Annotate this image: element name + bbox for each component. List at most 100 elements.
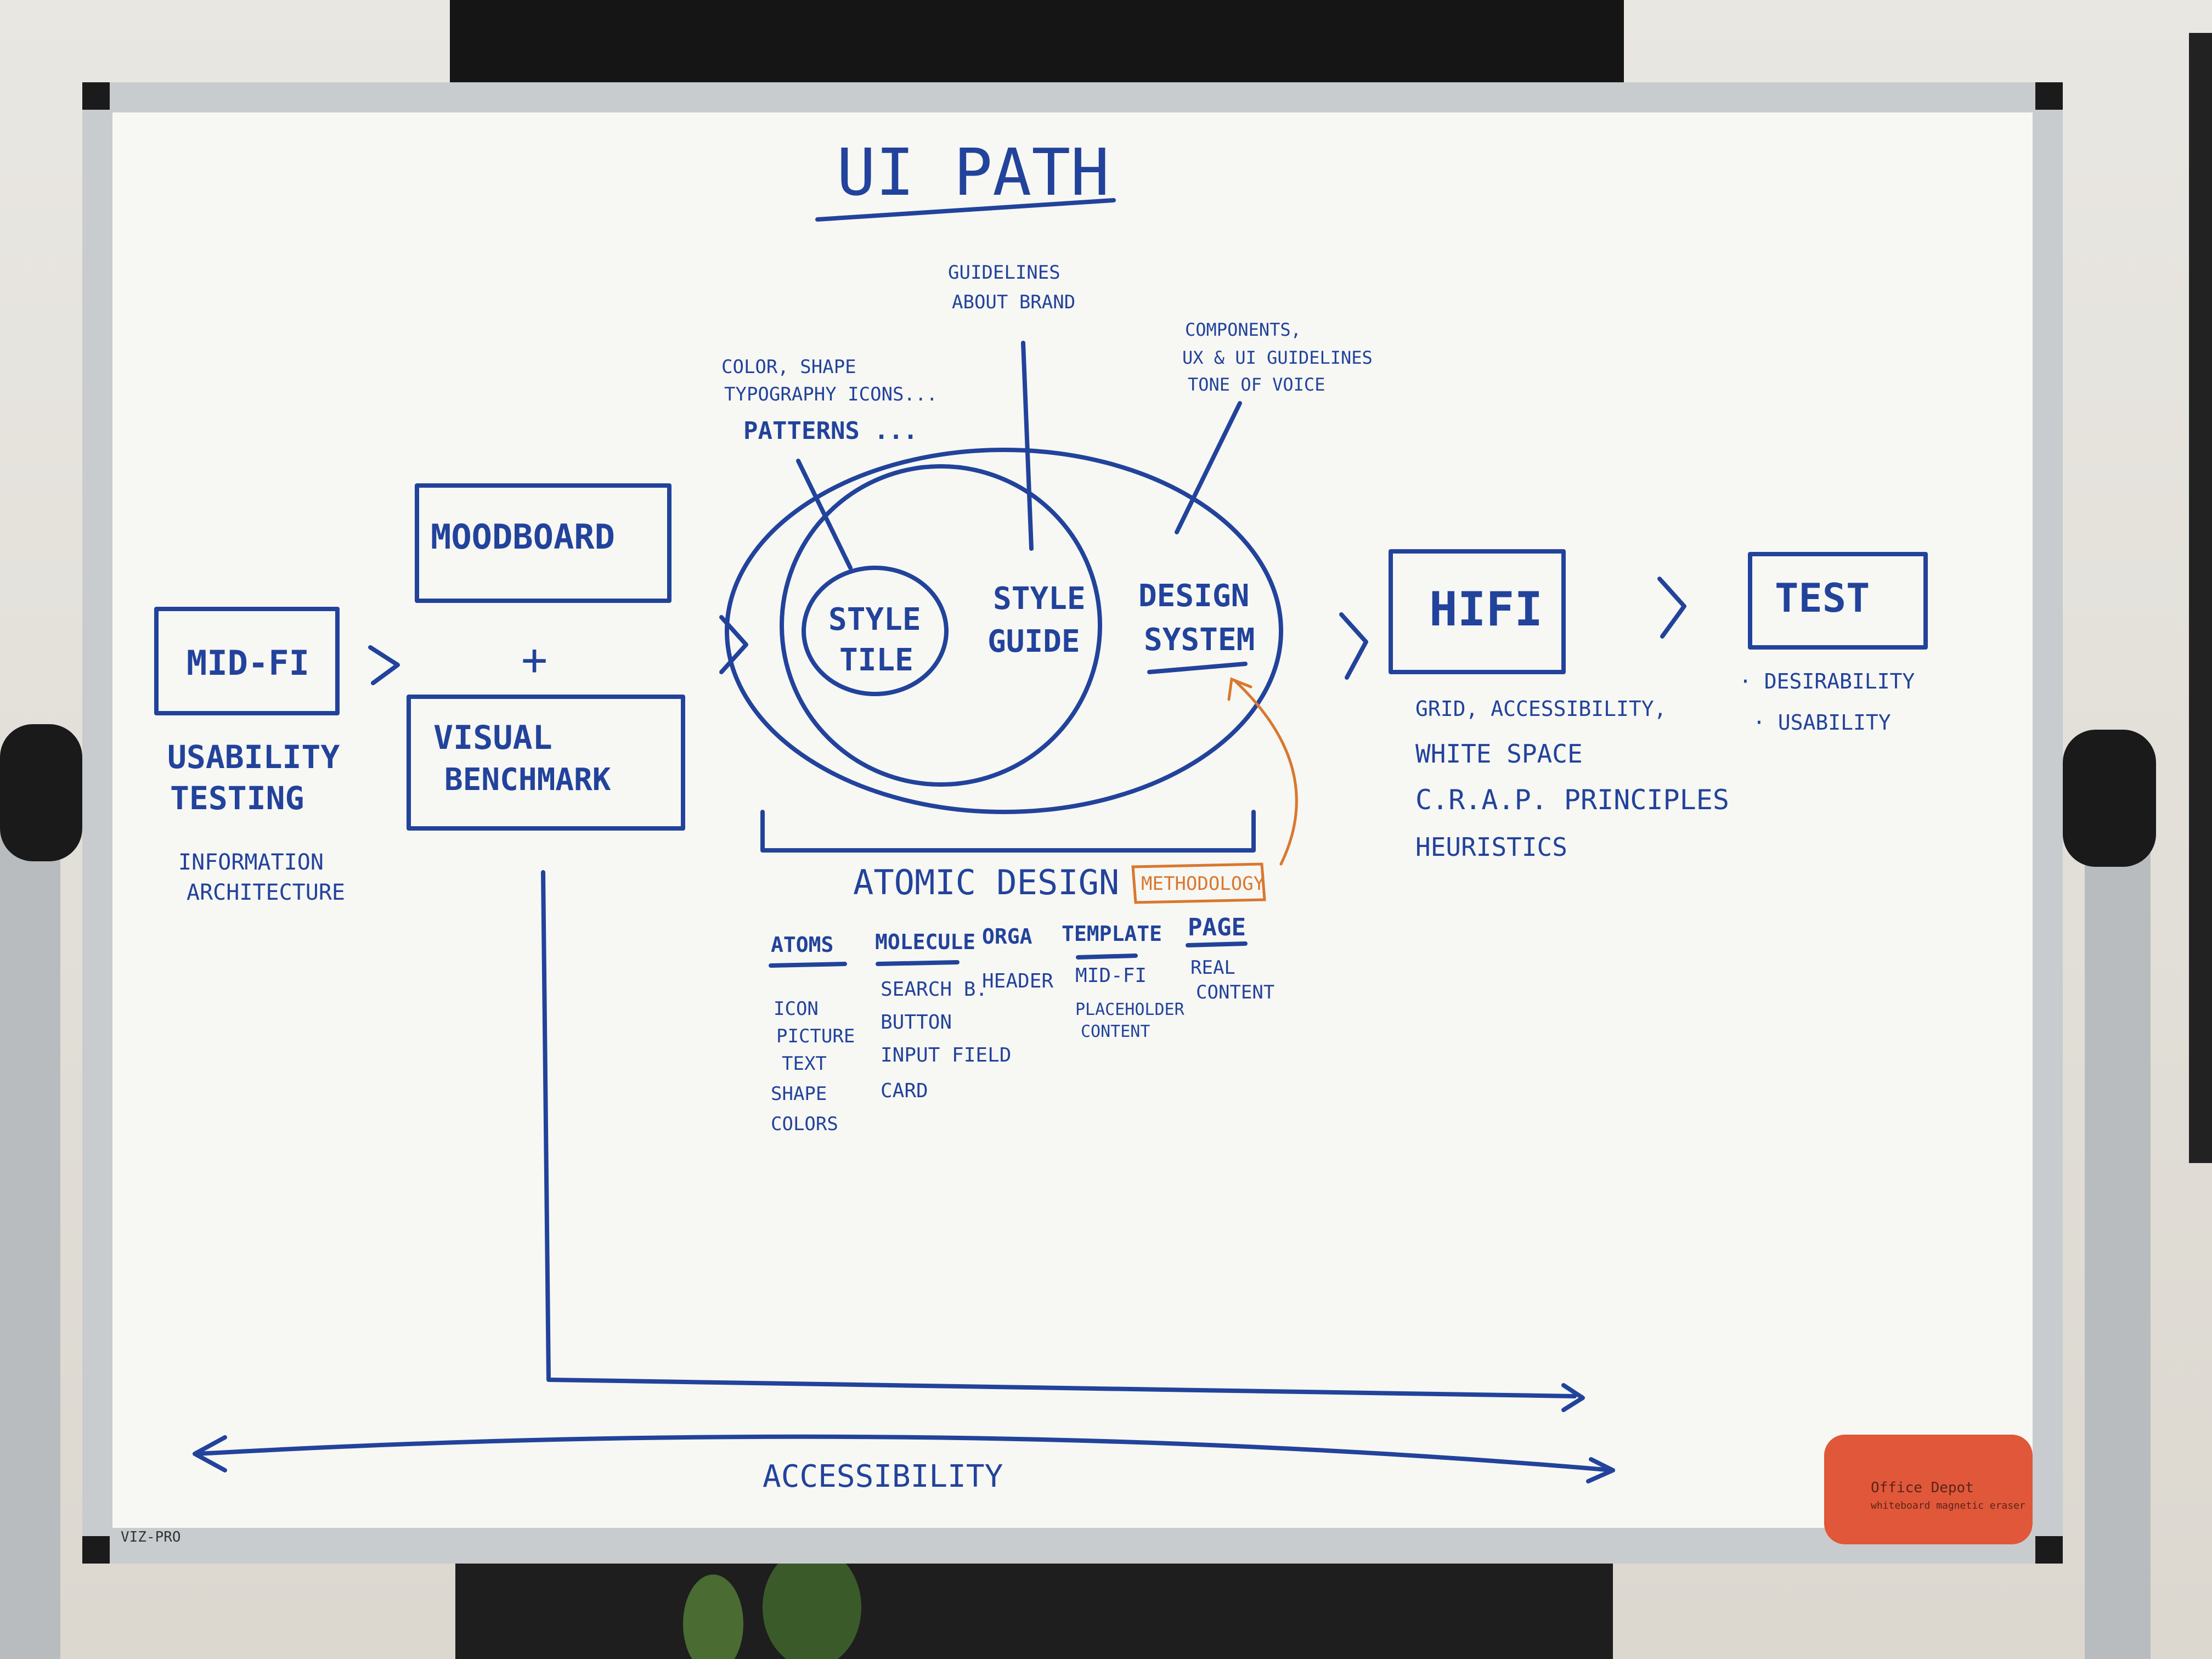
plant-leaf [683,1575,743,1659]
style-guide-circle [780,464,1102,787]
molecule-item: CARD [881,1080,928,1102]
molecule-item: BUTTON [881,1011,952,1034]
stand-leg-right [2085,779,2151,1659]
brand-label: VIZ-PRO [121,1529,181,1545]
doorway-bottom [455,1553,1613,1659]
wall-screen-edge [2189,33,2212,1163]
style-tile-note: COLOR, SHAPE [721,356,856,378]
molecule-item: SEARCH B. [881,978,988,1001]
visual-benchmark-label: BENCHMARK [444,762,611,798]
visual-benchmark-box [407,695,685,831]
test-note: · DESIRABILITY [1739,669,1915,693]
stand-clamp-right [2063,730,2156,867]
style-tile-circle [802,566,949,696]
style-tile-label: TILE [839,642,913,678]
template-item: MID-FI [1075,964,1147,987]
page-item: REAL [1190,957,1235,979]
molecule-header: MOLECULE [875,930,975,954]
hifi-box [1389,549,1566,674]
atoms-item: TEXT [782,1053,827,1075]
molecule-item: INPUT FIELD [881,1044,1011,1066]
plant-leaf [763,1547,861,1659]
hifi-label: HIFI [1429,582,1543,637]
accessibility-arrowhead-left [193,1435,227,1472]
board-surface [112,112,2033,1528]
stand-leg-left [0,779,60,1659]
atoms-header: ATOMS [771,933,833,957]
design-system-callout [1175,401,1242,534]
template-underline [1076,953,1138,960]
page-item: CONTENT [1196,981,1274,1003]
style-guide-note: GUIDELINES [948,262,1060,284]
test-label: TEST [1775,575,1870,621]
hifi-note: GRID, ACCESSIBILITY, [1415,697,1667,721]
board-title: UI PATH [837,134,1109,210]
frame-corner [82,1536,110,1564]
atoms-item: COLORS [771,1113,838,1135]
molecule-underline [876,960,960,966]
hifi-note: WHITE SPACE [1415,739,1583,769]
hifi-note: C.R.A.P. PRINCIPLES [1415,784,1729,816]
page-header: PAGE [1188,913,1246,941]
moodboard-box [415,483,672,603]
midfi-box [154,607,340,715]
eraser-brand: Office Depot [1871,1480,1974,1496]
accessibility-label: ACCESSIBILITY [763,1459,1003,1494]
moodboard-label: MOODBOARD [431,517,615,557]
template-item: CONTENT [1081,1022,1150,1041]
design-system-circle [725,448,1283,814]
midfi-note: USABILITY [167,738,340,776]
atomic-design-label: ATOMIC DESIGN [853,862,1119,902]
frame-corner [2035,1536,2063,1564]
atoms-item: ICON [774,998,819,1020]
style-tile-note: TYPOGRAPHY ICONS... [724,383,938,405]
whiteboard-eraser[interactable]: Office Depot whiteboard magnetic eraser [1824,1435,2033,1544]
atoms-item: SHAPE [771,1083,827,1105]
style-tile-label: STYLE [828,602,921,637]
methodology-curve [1233,679,1298,866]
atomic-bracket [760,810,1256,853]
plus-sign: + [521,634,548,685]
design-system-note: UX & UI GUIDELINES [1182,347,1373,368]
stand-clamp-left [0,724,82,861]
style-guide-callout [1021,341,1034,551]
timeline-arrow [541,870,1577,1398]
doorway-top [450,0,1624,93]
eraser-desc: whiteboard magnetic eraser [1871,1500,2025,1511]
design-system-underline [1147,662,1248,674]
style-tile-callout [796,459,853,570]
orga-item: HEADER [982,970,1053,992]
test-box [1748,552,1928,650]
midfi-sub: INFORMATION [178,850,324,875]
frame-corner [2035,82,2063,110]
title-underline [815,198,1116,222]
frame-corner [82,82,110,110]
style-guide-label: GUIDE [988,624,1080,659]
test-note: · USABILITY [1753,710,1891,735]
arrow-to-hifi [1339,612,1368,680]
design-system-label: SYSTEM [1144,622,1255,658]
eraser-body [1824,1435,2033,1544]
atoms-underline [769,962,847,968]
design-system-note: TONE OF VOICE [1188,374,1325,395]
accessibility-arrow [195,1434,1615,1472]
page-underline [1186,941,1248,947]
methodology-arrowhead [1227,677,1252,701]
hifi-note: HEURISTICS [1415,832,1567,862]
arrow-to-test [1657,577,1686,639]
timeline-arrowhead [1561,1383,1585,1412]
template-item: PLACEHOLDER [1075,1000,1185,1019]
atoms-item: PICTURE [776,1025,855,1047]
design-system-label: DESIGN [1138,578,1249,614]
orga-header: ORGA [982,924,1032,949]
style-guide-label: STYLE [993,581,1086,617]
midfi-note: TESTING [170,780,304,817]
design-system-note: COMPONENTS, [1185,319,1301,340]
midfi-sub: ARCHITECTURE [187,880,345,905]
style-tile-note: PATTERNS ... [743,417,918,445]
style-guide-note: ABOUT BRAND [952,291,1075,313]
accessibility-arrowhead-right [1586,1457,1615,1483]
template-header: TEMPLATE [1062,922,1162,946]
visual-benchmark-label: VISUAL [433,719,552,757]
